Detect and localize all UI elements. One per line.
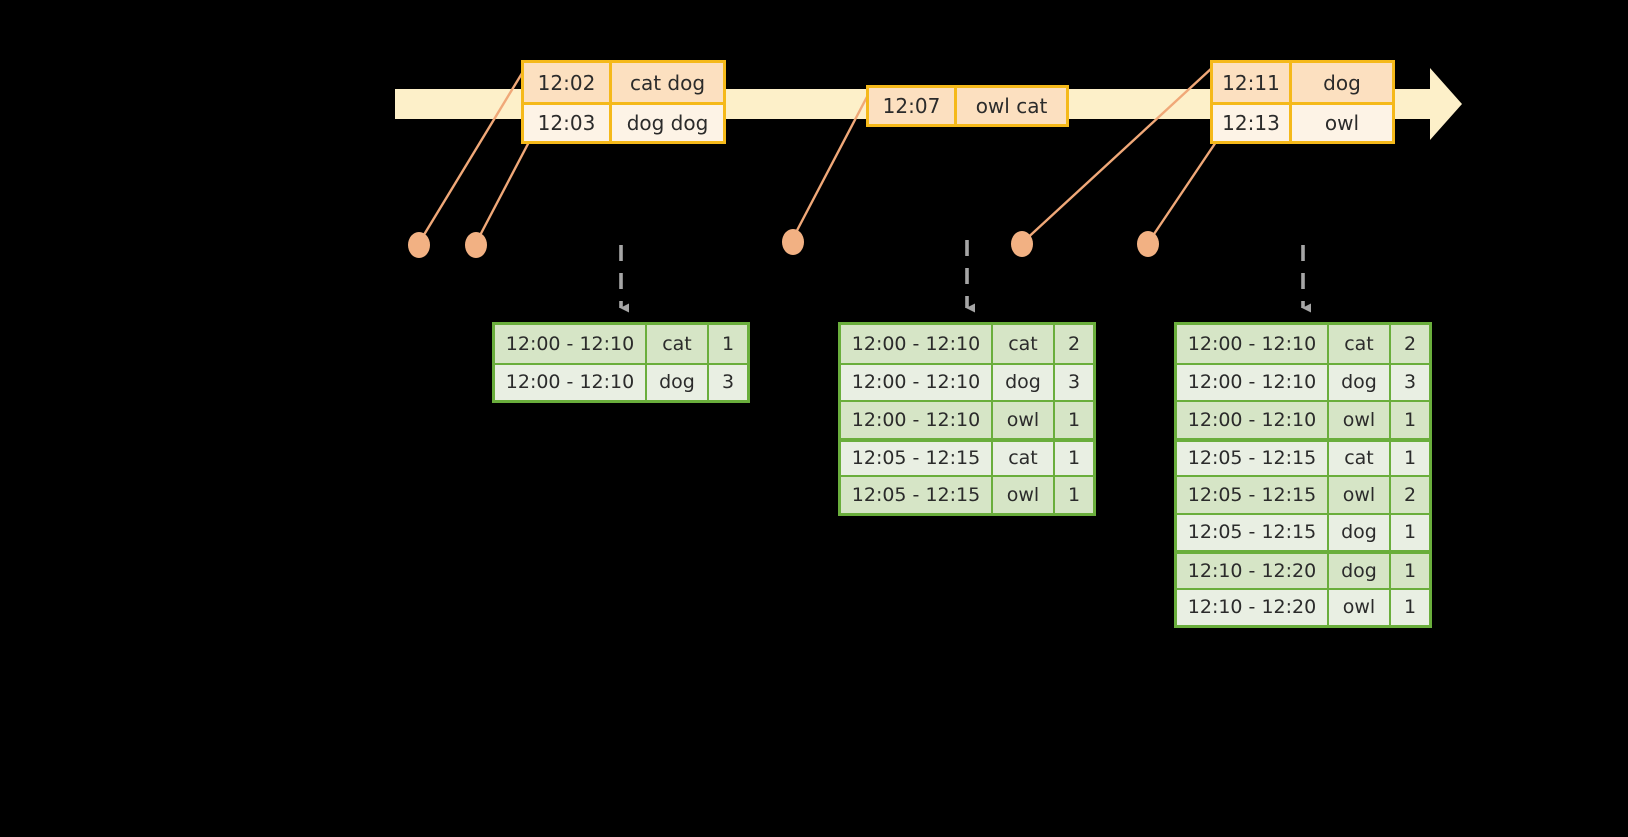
event-group-1[interactable]: 12:02 cat dog 12:03 dog dog	[521, 60, 726, 144]
table-cell-window: 12:10 - 12:20	[1177, 554, 1329, 588]
table-cell-window: 12:00 - 12:10	[841, 402, 993, 438]
table-cell-window: 12:05 - 12:15	[1177, 441, 1329, 475]
event-row[interactable]: 12:13 owl	[1213, 102, 1392, 141]
table-cell-count: 2	[1403, 332, 1417, 355]
table-cell-window: 12:00 - 12:10	[495, 325, 647, 363]
event-row[interactable]: 12:02 cat dog	[524, 63, 723, 102]
table-cell-key: cat	[993, 325, 1055, 363]
table-cell-count: 1	[1403, 447, 1417, 470]
event-time: 12:03	[524, 105, 612, 141]
table-cell-window: 12:00 - 12:10	[841, 364, 993, 400]
event-dot	[1137, 231, 1159, 257]
table-cell-count: 2	[1067, 332, 1081, 355]
table-cell-count: 3	[1067, 371, 1081, 394]
table-cell-count: 1	[1067, 483, 1081, 506]
table-cell-key: owl	[1329, 589, 1391, 625]
table-cell-count: 1	[1403, 596, 1417, 619]
table-cell-window: 12:10 - 12:20	[1177, 589, 1329, 625]
table-cell-key: cat	[1329, 441, 1391, 475]
table-cell-key: owl	[993, 402, 1055, 438]
event-time: 12:11	[1213, 63, 1292, 102]
event-row[interactable]: 12:03 dog dog	[524, 102, 723, 141]
table-cell-count: 1	[1403, 521, 1417, 544]
table-cell-key: cat	[993, 441, 1055, 475]
event-value: owl	[1324, 111, 1360, 135]
table-cell-window: 12:00 - 12:10	[495, 364, 647, 400]
table-cell-key: dog	[1329, 554, 1391, 588]
table-cell-window: 12:05 - 12:15	[841, 477, 993, 513]
event-group-3[interactable]: 12:11 dog 12:13 owl	[1210, 60, 1395, 144]
table-cell-count: 2	[1403, 483, 1417, 506]
table-cell-key: owl	[1329, 477, 1391, 513]
table-cell-count: 1	[1067, 408, 1081, 431]
event-dots	[408, 229, 1159, 258]
event-dot	[465, 232, 487, 258]
table-cell-count: 1	[1403, 559, 1417, 582]
event-dot	[782, 229, 804, 255]
event-dot	[1011, 231, 1033, 257]
event-dot	[408, 232, 430, 258]
event-group-2[interactable]: 12:07 owl cat	[866, 85, 1069, 127]
table-cell-key: dog	[993, 364, 1055, 400]
table-cell-key: dog	[1329, 364, 1391, 400]
table-cell-window: 12:00 - 12:10	[841, 325, 993, 363]
table-cell-window: 12:05 - 12:15	[1177, 477, 1329, 513]
table-cell-count: 1	[721, 332, 735, 355]
table-cell-key: cat	[647, 325, 709, 363]
table-cell-key: owl	[1329, 402, 1391, 438]
event-time: 12:13	[1213, 105, 1292, 141]
table-cell-window: 12:00 - 12:10	[1177, 325, 1329, 363]
table-cell-window: 12:00 - 12:10	[1177, 402, 1329, 438]
event-value: cat dog	[629, 70, 706, 95]
table-cell-window: 12:00 - 12:10	[1177, 364, 1329, 400]
flow-arrows	[619, 240, 1311, 313]
table-cell-window: 12:05 - 12:15	[841, 441, 993, 475]
event-time: 12:02	[524, 63, 612, 102]
event-row[interactable]: 12:11 dog	[1213, 63, 1392, 102]
table-cell-count: 1	[1403, 408, 1417, 431]
event-value: dog	[1323, 70, 1361, 95]
table-cell-window: 12:05 - 12:15	[1177, 514, 1329, 550]
table-cell-count: 3	[1403, 371, 1417, 394]
table-cell-key: owl	[993, 477, 1055, 513]
table-cell-count: 1	[1067, 447, 1081, 470]
table-cell-key: dog	[1329, 514, 1391, 550]
event-row[interactable]: 12:07 owl cat	[869, 88, 1066, 124]
event-value: dog dog	[626, 111, 709, 135]
event-value: owl cat	[975, 94, 1048, 118]
table-cell-count: 3	[721, 371, 735, 394]
table-cell-key: dog	[647, 364, 709, 400]
event-time: 12:07	[869, 88, 957, 124]
table-cell-key: cat	[1329, 325, 1391, 363]
